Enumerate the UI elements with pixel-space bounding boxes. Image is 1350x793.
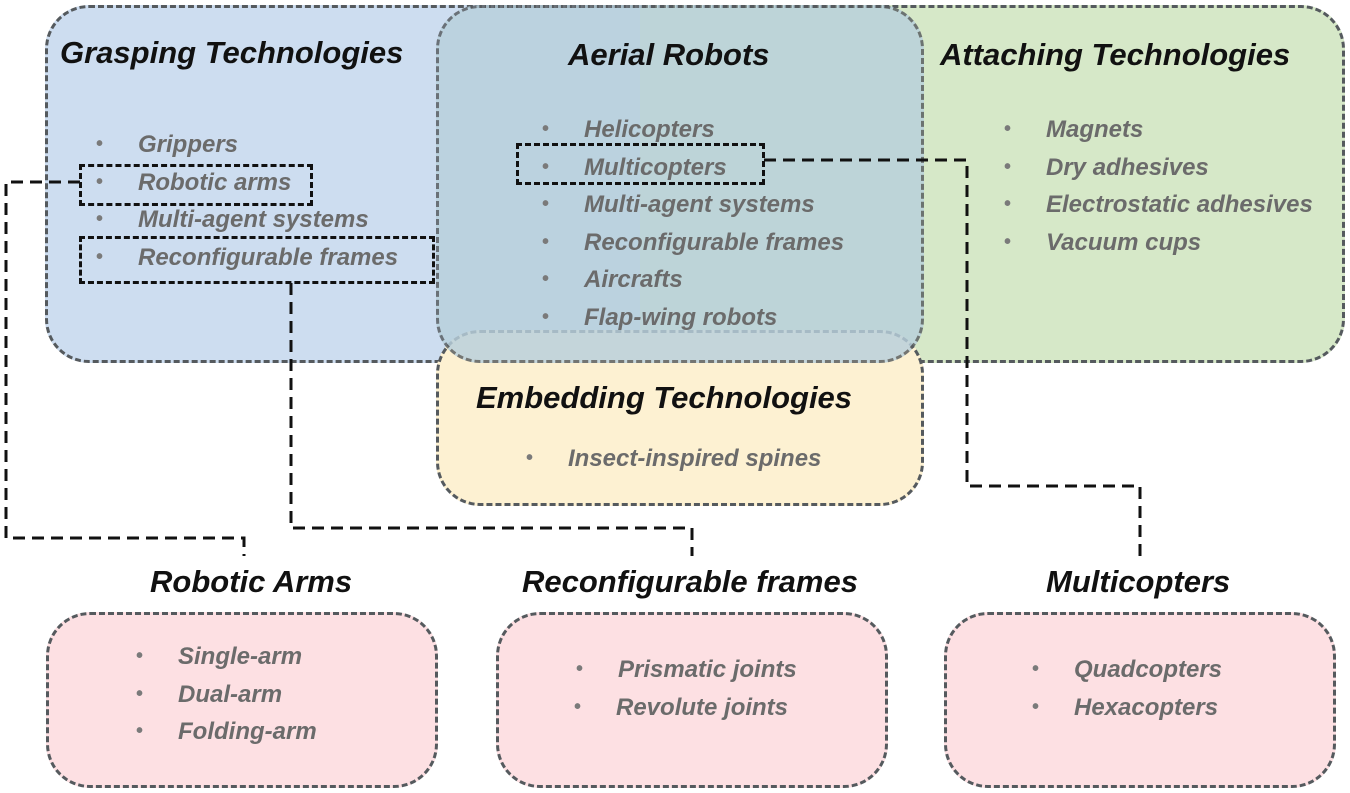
list-item: •Folding-arm (136, 713, 317, 751)
robotic-arms-box (46, 612, 438, 788)
bullet-icon: • (574, 695, 582, 718)
bullet-icon: • (136, 720, 144, 742)
bullet-icon: • (542, 193, 550, 215)
list-item: •Flap-wing robots (542, 299, 844, 337)
list-item: •Magnets (1004, 111, 1313, 149)
list-item: •Reconfigurable frames (96, 239, 398, 277)
bullet-icon: • (1004, 193, 1012, 215)
list-item: •Hexacopters (1032, 689, 1222, 727)
highlight-robotic-arms (79, 164, 313, 206)
list-item: •Helicopters (542, 111, 844, 149)
list-item: •Quadcopters (1032, 651, 1222, 689)
bullet-icon: • (542, 268, 550, 290)
robotic-arms-title: Robotic Arms (150, 564, 353, 599)
bullet-icon: • (542, 230, 550, 253)
attaching-list: •Magnets •Dry adhesives •Electrostatic a… (1004, 111, 1313, 262)
bullet-icon: • (1004, 155, 1012, 178)
robotic-arms-list: •Single-arm •Dual-arm •Folding-arm (136, 638, 317, 751)
list-item: •Revolute joints (574, 689, 795, 727)
list-item: •Multicopters (542, 149, 844, 187)
connector-robotic-arms (4, 180, 246, 556)
bullet-icon: • (1004, 118, 1012, 140)
bullet-icon: • (96, 208, 104, 230)
bullet-icon: • (1032, 695, 1040, 718)
multicopters-list: •Quadcopters •Hexacopters (1032, 651, 1222, 727)
list-item: •Grippers (96, 126, 398, 164)
reconfigurable-frames-title: Reconfigurable frames (522, 564, 858, 599)
bullet-icon: • (542, 305, 550, 328)
aerial-list: •Helicopters •Multicopters •Multi-agent … (542, 111, 844, 337)
bullet-icon: • (542, 155, 550, 178)
bullet-icon: • (542, 118, 550, 140)
aerial-robots-title: Aerial Robots (568, 37, 770, 72)
bullet-icon: • (576, 658, 584, 680)
attaching-technologies-title: Attaching Technologies (940, 37, 1291, 72)
list-item: •Robotic arms (96, 164, 398, 202)
bullet-icon: • (1032, 658, 1040, 680)
grasping-technologies-title: Grasping Technologies (60, 35, 404, 70)
reconfigurable-frames-box (496, 612, 888, 788)
bullet-icon: • (526, 447, 534, 469)
reconfigurable-frames-list: •Prismatic joints •Revolute joints (574, 651, 797, 727)
highlight-reconfigurable-frames (79, 236, 435, 284)
list-item: •Vacuum cups (1004, 224, 1313, 262)
list-item: •Single-arm (136, 638, 317, 676)
connector-multicopters (764, 158, 1142, 556)
embedding-technologies-title: Embedding Technologies (476, 380, 853, 415)
bullet-icon: • (136, 682, 144, 705)
multicopters-box (944, 612, 1336, 788)
list-item: •Dry adhesives (1004, 149, 1313, 187)
embedding-list: •Insect-inspired spines (526, 440, 821, 478)
list-item: •Aircrafts (542, 261, 844, 299)
list-item: •Insect-inspired spines (526, 440, 821, 478)
bullet-icon: • (96, 245, 104, 268)
list-item: •Dual-arm (136, 676, 317, 714)
list-item: •Electrostatic adhesives (1004, 186, 1313, 224)
list-item: •Reconfigurable frames (542, 224, 844, 262)
connector-reconfigurable-frames (289, 283, 694, 556)
list-item: •Multi-agent systems (542, 186, 844, 224)
bullet-icon: • (96, 170, 104, 193)
grasping-list: •Grippers •Robotic arms •Multi-agent sys… (96, 126, 398, 277)
list-item: •Multi-agent systems (96, 201, 398, 239)
bullet-icon: • (1004, 230, 1012, 253)
bullet-icon: • (96, 133, 104, 155)
highlight-multicopters (516, 143, 765, 185)
bullet-icon: • (136, 645, 144, 667)
multicopters-title: Multicopters (1046, 564, 1231, 599)
list-item: •Prismatic joints (576, 651, 797, 689)
